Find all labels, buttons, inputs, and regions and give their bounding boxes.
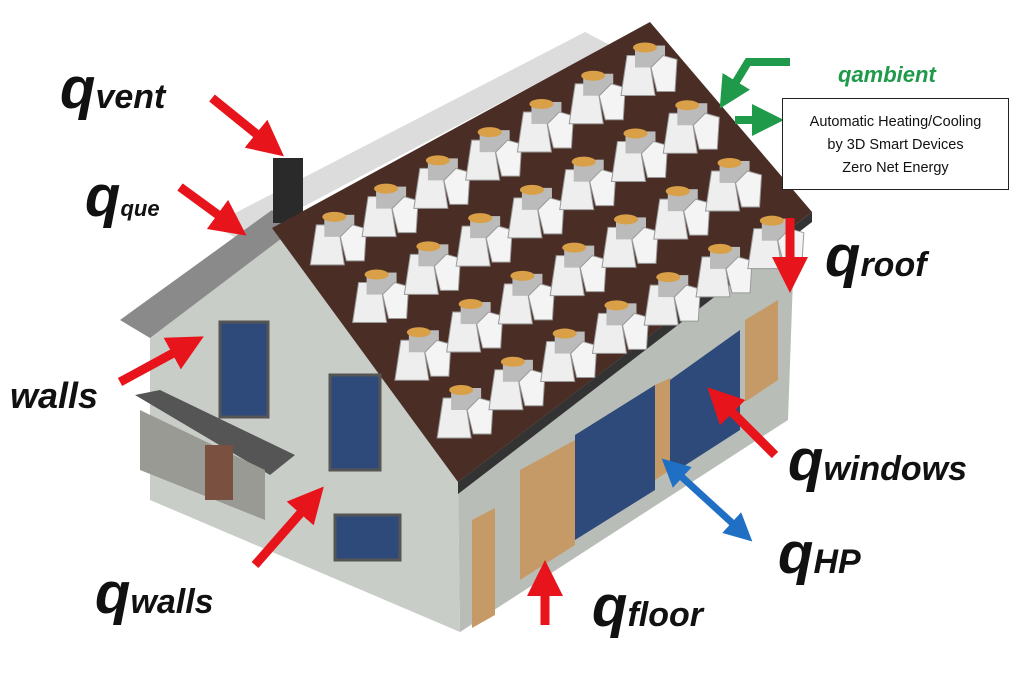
gable-eave (120, 210, 290, 338)
smart-device (497, 270, 555, 325)
smart-device (601, 214, 659, 268)
window (218, 320, 270, 419)
back-overhang (212, 32, 610, 240)
wood-panel (745, 300, 778, 402)
label-q-que: qque (85, 168, 160, 226)
wood-panel (472, 508, 495, 628)
info-line: Zero Net Energy (842, 160, 949, 176)
label-q-floor: qfloor (592, 578, 703, 636)
smart-device (559, 156, 617, 211)
porch-roof (135, 390, 295, 475)
smart-device (361, 183, 419, 238)
subscript: floor (627, 596, 703, 634)
smart-device (549, 242, 607, 297)
info-line: by 3D Smart Devices (827, 137, 964, 153)
subscript: HP (813, 543, 861, 581)
smart-device (643, 272, 701, 326)
label-walls-side: walls (10, 375, 99, 416)
arrow-walls (251, 486, 324, 568)
arrow-que (177, 183, 247, 236)
label-q-roof: qroof (825, 228, 927, 286)
smart-device (394, 327, 452, 381)
smart-device (610, 128, 669, 182)
smart-device (446, 299, 504, 353)
subscript: roof (860, 246, 927, 284)
q-symbol: q (95, 561, 131, 626)
q-symbol: q (60, 56, 96, 121)
arrow-windows (707, 387, 779, 459)
q-symbol: q (825, 224, 861, 289)
smart-device (516, 98, 574, 153)
arrow-vent (209, 94, 284, 157)
arrow-hp (661, 458, 753, 542)
smart-device (591, 300, 650, 354)
subscript: que (120, 196, 160, 221)
smart-device (620, 42, 678, 97)
smart-device (455, 213, 513, 267)
door (205, 445, 233, 500)
window (328, 373, 382, 472)
label-q-vent: qvent (60, 60, 165, 118)
smart-device (488, 356, 546, 411)
subscript: windows (823, 450, 967, 488)
smart-device (309, 211, 367, 266)
q-symbol: q (778, 521, 814, 586)
wood-panel (520, 440, 575, 580)
smart-devices (309, 42, 805, 439)
smart-device (465, 127, 523, 181)
wood-panel (655, 378, 670, 480)
label-q-hp: qHP (778, 525, 861, 583)
q-symbol: q (788, 428, 824, 493)
porch (140, 410, 265, 520)
smart-device (413, 155, 471, 209)
subscript: vent (95, 78, 166, 116)
glass-doors (575, 385, 655, 540)
subscript: walls (130, 583, 214, 621)
label-q-windows: qwindows (788, 432, 967, 490)
smart-device (568, 70, 626, 125)
info-line: Automatic Heating/Cooling (809, 114, 982, 130)
smart-device (352, 269, 410, 324)
smart-device (653, 186, 711, 240)
info-box: Automatic Heating/Cooling by 3D Smart De… (782, 98, 1009, 190)
smart-device (662, 100, 720, 154)
q-symbol: q (85, 164, 121, 229)
label-q-ambient: qambient (838, 62, 936, 87)
arrow-walls-side (117, 336, 204, 386)
q-symbol: q (592, 574, 628, 639)
arrow-ambient-in (719, 58, 790, 109)
chimney (273, 158, 303, 223)
smart-device (540, 328, 598, 383)
label-q-walls: qwalls (95, 565, 214, 623)
window (333, 513, 402, 562)
smart-device (403, 241, 461, 295)
glass-doors (670, 330, 740, 475)
smart-device (436, 385, 494, 439)
smart-device (695, 243, 753, 298)
smart-device (704, 157, 763, 212)
smart-device (507, 184, 565, 239)
